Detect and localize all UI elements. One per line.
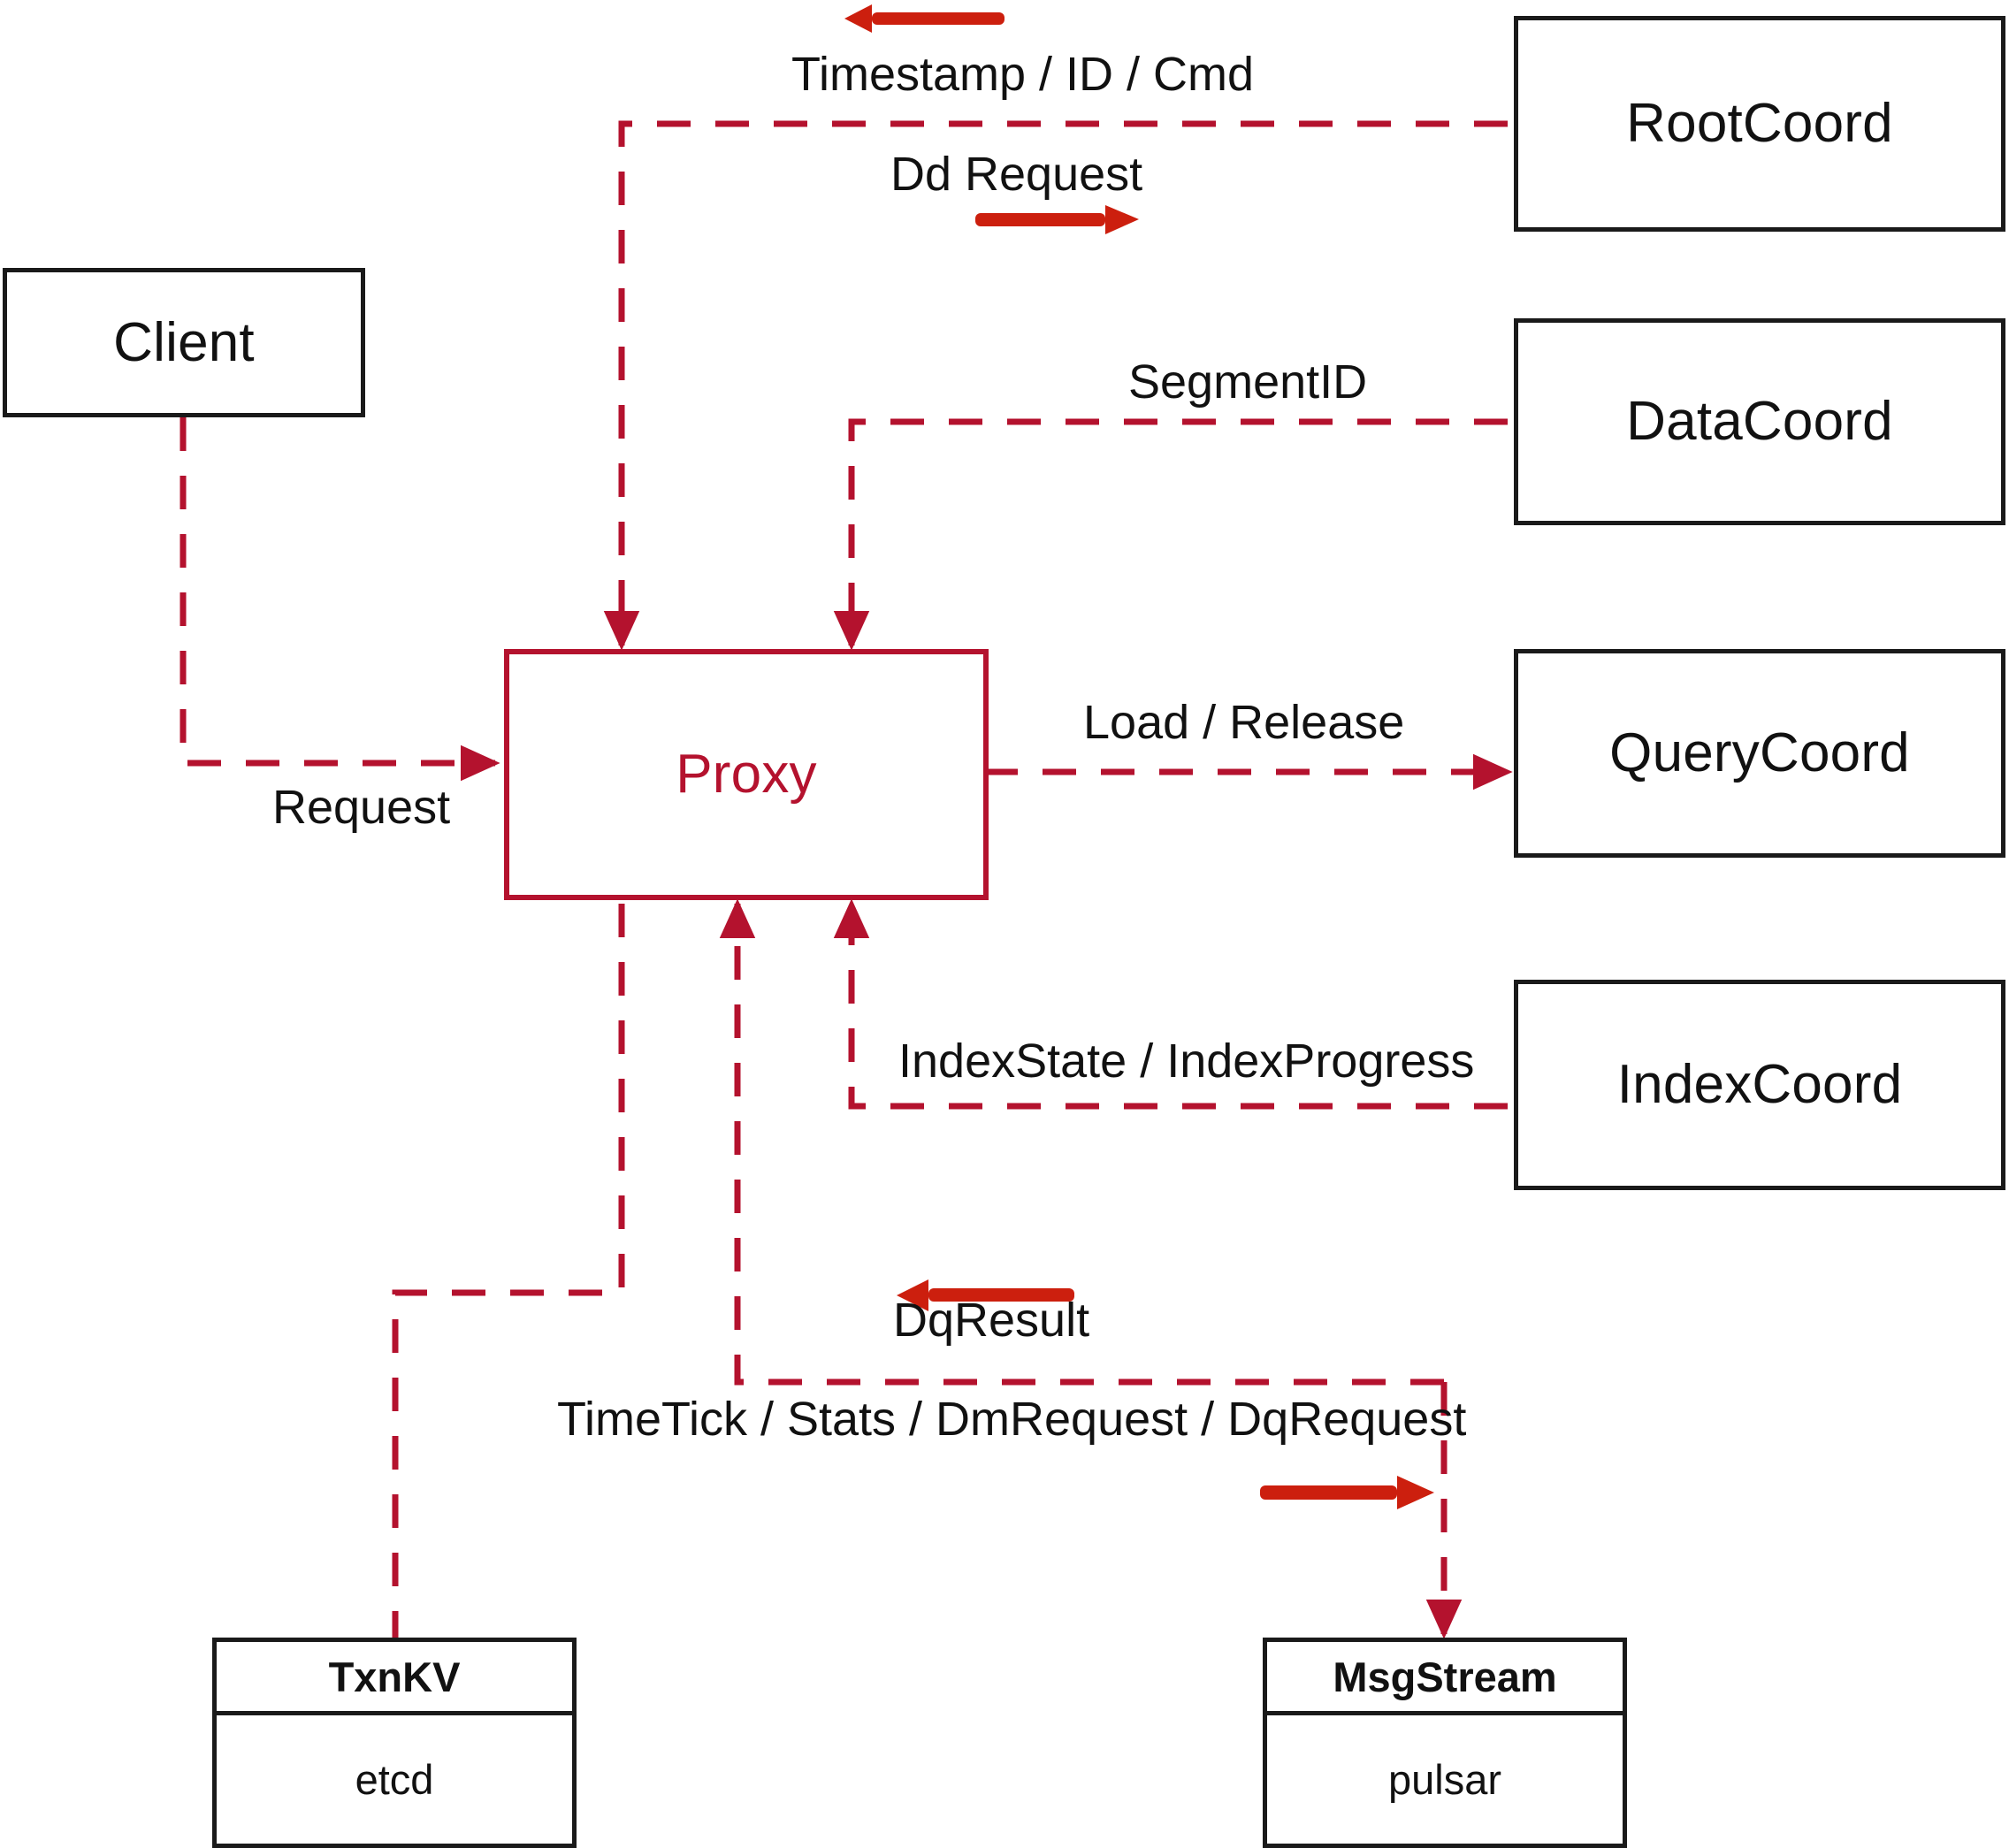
node-datacoord-label: DataCoord: [1626, 391, 1893, 452]
edge-label-dqresult: DqResult: [893, 1294, 1090, 1347]
node-datacoord[interactable]: DataCoord: [1514, 318, 2005, 525]
node-client-label: Client: [113, 311, 255, 373]
arrow-dqresult-left-icon: [897, 1279, 1074, 1311]
node-msgstream[interactable]: MsgStream pulsar: [1263, 1638, 1627, 1848]
node-rootcoord-label: RootCoord: [1626, 93, 1893, 154]
node-querycoord[interactable]: QueryCoord: [1514, 649, 2005, 858]
arrow-timestamp-left-icon: [844, 4, 1004, 33]
node-indexcoord[interactable]: IndexCoord: [1514, 980, 2005, 1190]
node-txnkv[interactable]: TxnKV etcd: [212, 1638, 577, 1848]
edge-proxy-txnkv: [392, 904, 625, 1640]
edge-rootcoord-proxy: [603, 120, 1508, 651]
node-proxy[interactable]: Proxy: [504, 649, 989, 900]
edge-label-request: Request: [272, 781, 451, 834]
edge-indexcoord-proxy: [833, 898, 1508, 1110]
arrow-dd-request-right-icon: [975, 205, 1139, 234]
edge-label-load-release: Load / Release: [1083, 696, 1405, 749]
edge-label-timestamp: Timestamp / ID / Cmd: [791, 48, 1255, 101]
edge-label-dd-request: Dd Request: [890, 148, 1143, 201]
edge-label-timetick: TimeTick / Stats / DmRequest / DqRequest: [557, 1393, 1467, 1446]
node-rootcoord[interactable]: RootCoord: [1514, 16, 2005, 232]
direction-arrow-group: [844, 4, 1434, 1509]
edge-label-indexstate: IndexState / IndexProgress: [898, 1035, 1475, 1088]
node-txnkv-body: etcd: [355, 1756, 434, 1803]
node-querycoord-label: QueryCoord: [1609, 722, 1910, 783]
edge-label-segmentid: SegmentID: [1128, 355, 1368, 409]
arrow-dqrequest-right-icon: [1260, 1476, 1434, 1509]
node-msgstream-header: MsgStream: [1267, 1642, 1623, 1715]
node-txnkv-header: TxnKV: [217, 1642, 572, 1715]
edge-msgstream-proxy-dqresult: [719, 898, 1444, 1386]
node-client[interactable]: Client: [3, 268, 365, 417]
edge-client-proxy: [180, 417, 500, 782]
edge-datacoord-proxy: [833, 418, 1508, 651]
node-msgstream-body: pulsar: [1387, 1756, 1501, 1803]
node-proxy-label: Proxy: [676, 744, 817, 805]
node-indexcoord-label: IndexCoord: [1616, 1054, 1903, 1115]
